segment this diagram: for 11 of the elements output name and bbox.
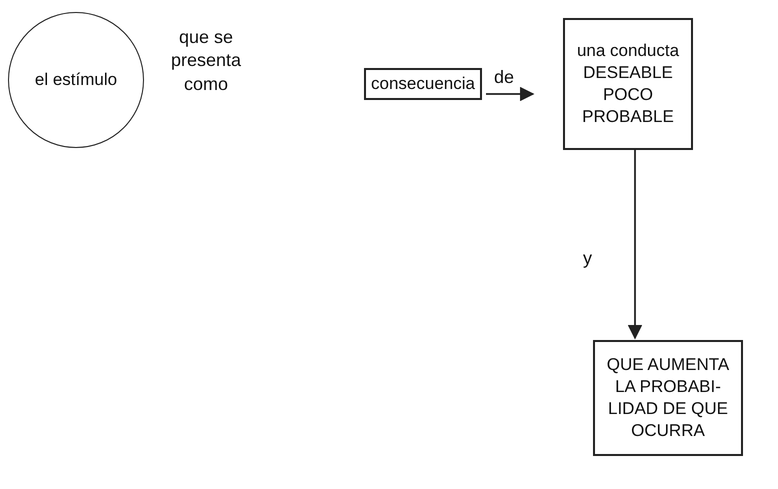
text-label: que se presenta como (170, 26, 242, 96)
arrow (486, 86, 534, 102)
edge-label: de (492, 68, 516, 86)
process-box (364, 68, 482, 100)
node-text: QUE AUMENTA LA PROBABI- LIDAD DE QUE OCURRA (606, 354, 730, 442)
arrow (628, 150, 642, 340)
node-text: consecuencia (371, 72, 475, 95)
node-text: el estímulo (34, 68, 118, 91)
process-box (593, 340, 743, 456)
process-box (563, 18, 693, 150)
node-text: una conducta DESEABLE POCO PROBABLE (576, 40, 680, 128)
